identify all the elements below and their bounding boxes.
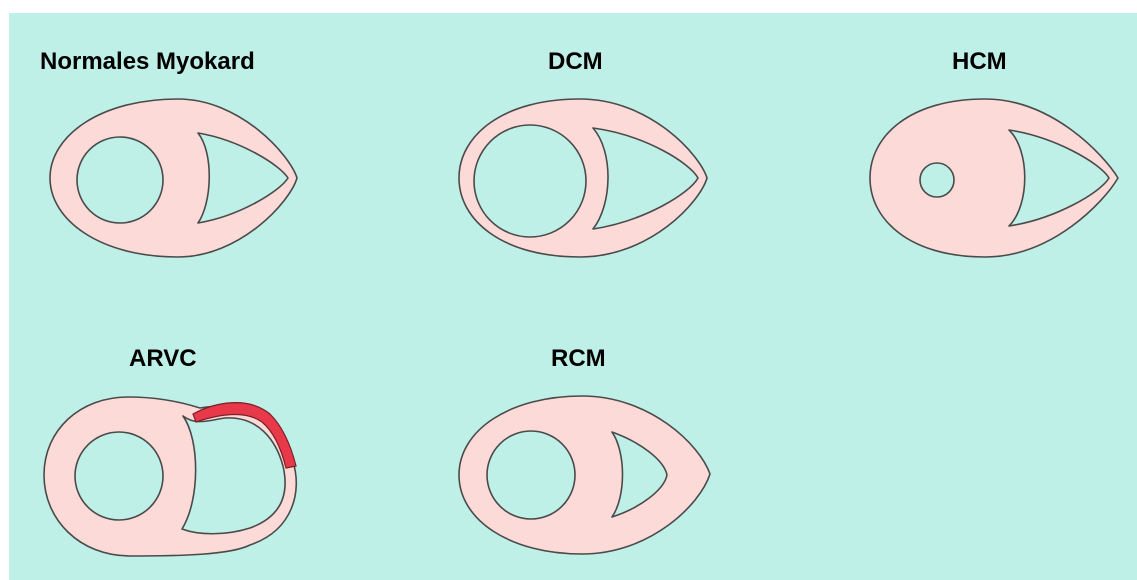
heart-dcm <box>459 99 707 257</box>
heart-hcm <box>870 99 1118 257</box>
heart-normal-left-ventricle <box>77 137 163 223</box>
heart-arvc-left-ventricle <box>75 432 163 520</box>
heart-dcm-left-ventricle <box>474 125 586 237</box>
heart-rcm <box>459 396 710 554</box>
heart-arvc <box>44 397 296 556</box>
heart-rcm-left-ventricle <box>487 431 575 519</box>
heart-hcm-right-ventricle <box>1009 130 1109 226</box>
heart-normal <box>50 99 297 257</box>
heart-hcm-left-ventricle <box>920 163 954 197</box>
